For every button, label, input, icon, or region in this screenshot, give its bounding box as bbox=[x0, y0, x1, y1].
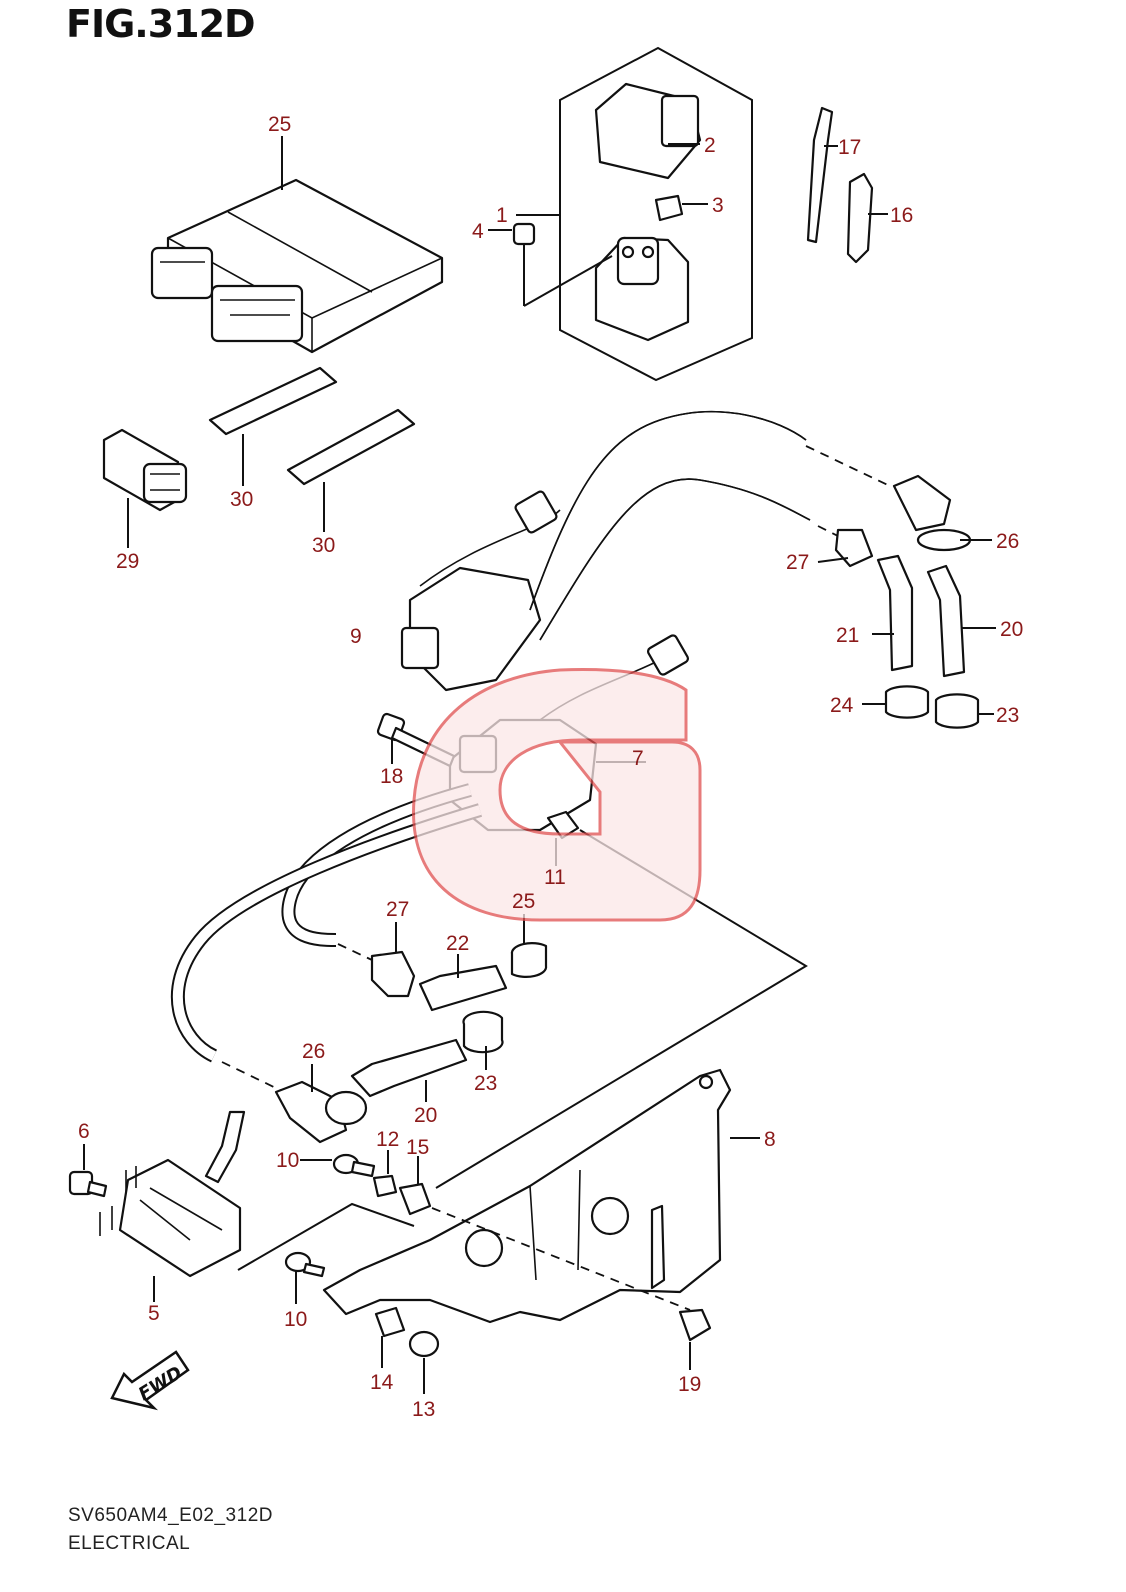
part-bolt-6 bbox=[68, 1170, 108, 1198]
callout-21: 21 bbox=[836, 624, 859, 647]
footer: SV650AM4_E02_312D ELECTRICAL bbox=[68, 1502, 273, 1558]
callout-26b: 26 bbox=[302, 1040, 325, 1063]
callout-23a: 23 bbox=[996, 704, 1019, 727]
part-label-sheet bbox=[208, 366, 416, 486]
callout-22: 22 bbox=[446, 932, 469, 955]
callout-23b: 23 bbox=[474, 1072, 497, 1095]
part-plug-cap-rear bbox=[274, 942, 548, 1144]
callout-30b: 30 bbox=[312, 534, 335, 557]
callout-10a: 10 bbox=[276, 1149, 299, 1172]
watermark-logo-icon bbox=[412, 668, 702, 922]
callout-29: 29 bbox=[116, 550, 139, 573]
callout-27a: 27 bbox=[786, 551, 809, 574]
callout-8: 8 bbox=[764, 1128, 776, 1151]
callout-16: 16 bbox=[890, 204, 913, 227]
part-cable-tie bbox=[806, 106, 874, 264]
part-starter-relay-kit bbox=[523, 46, 753, 382]
part-ignition-coil-front bbox=[400, 490, 561, 692]
callout-28: 25 bbox=[268, 113, 291, 136]
callout-15: 15 bbox=[406, 1136, 429, 1159]
callout-14: 14 bbox=[370, 1371, 394, 1394]
callout-2: 2 bbox=[704, 134, 716, 157]
callout-18: 18 bbox=[380, 765, 403, 788]
callout-11: 11 bbox=[544, 866, 566, 889]
callout-7: 7 bbox=[632, 747, 644, 770]
footer-section: ELECTRICAL bbox=[68, 1533, 191, 1554]
part-bolts-10-12-15 bbox=[284, 1153, 712, 1358]
callout-6: 6 bbox=[78, 1120, 90, 1143]
part-plug-cap-right bbox=[834, 474, 980, 729]
footer-code: SV650AM4_E02_312D bbox=[68, 1505, 273, 1526]
callout-labels: 25 2 17 3 1 16 4 30 26 30 29 27 9 20 21 … bbox=[78, 113, 1023, 1421]
callout-27b: 27 bbox=[386, 898, 409, 921]
part-relay-29 bbox=[102, 428, 188, 512]
page-title: FIG.312D bbox=[66, 2, 256, 46]
callout-30a: 30 bbox=[230, 488, 253, 511]
callout-20a: 20 bbox=[1000, 618, 1023, 641]
callout-10b: 10 bbox=[284, 1308, 307, 1331]
callout-20b: 20 bbox=[414, 1104, 437, 1127]
callout-9: 9 bbox=[350, 625, 362, 648]
callout-1: 1 bbox=[496, 204, 508, 227]
part-regulator bbox=[99, 1110, 246, 1278]
callout-17: 17 bbox=[838, 136, 861, 159]
callout-19: 19 bbox=[678, 1373, 701, 1396]
part-ecu bbox=[150, 178, 444, 354]
fwd-arrow-icon: FWD bbox=[110, 1350, 190, 1411]
callout-26a: 26 bbox=[996, 530, 1019, 553]
callout-12: 12 bbox=[376, 1128, 399, 1151]
callout-25: 25 bbox=[512, 890, 535, 913]
callout-13: 13 bbox=[412, 1398, 435, 1421]
part-bolt-4 bbox=[512, 222, 536, 306]
part-bracket bbox=[322, 1068, 732, 1324]
callout-5: 5 bbox=[148, 1302, 160, 1325]
callout-3: 3 bbox=[712, 194, 724, 217]
callout-24: 24 bbox=[830, 694, 854, 717]
callout-4: 4 bbox=[472, 220, 484, 243]
